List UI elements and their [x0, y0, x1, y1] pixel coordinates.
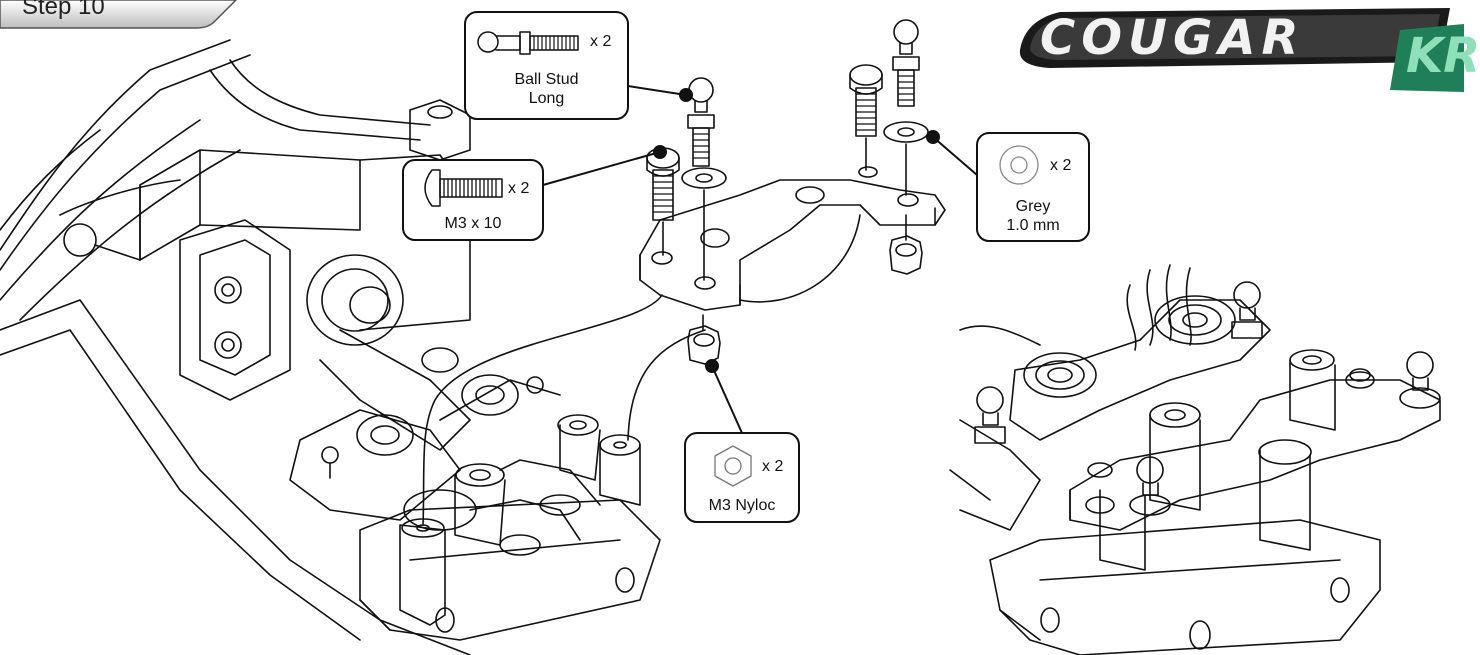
assembled-view [949, 264, 1441, 655]
brand-logo: COUGAR [1040, 10, 1305, 66]
button-head-screw-icon [424, 169, 503, 207]
callout-boxes [402, 11, 1090, 523]
step-title: Step 10 [22, 0, 105, 20]
ball-stud-qty: x 2 [590, 33, 612, 50]
nut-label: M3 Nyloc [708, 497, 776, 514]
nut-qty: x 2 [762, 458, 784, 475]
screw-qty: x 2 [508, 180, 530, 197]
ball-stud-icon [477, 31, 579, 55]
washer-qty: x 2 [1050, 157, 1072, 174]
step-tab [0, 0, 238, 29]
brand-logo-suffix: KR [1406, 28, 1480, 84]
steering-plate-exploded [422, 19, 946, 526]
nyloc-nut-icon [714, 445, 752, 487]
screw-label: M3 x 10 [444, 215, 502, 232]
ball-stud-sublabel: Long [528, 90, 565, 107]
chassis-servo-assembly [0, 39, 661, 655]
washer-icon [999, 145, 1039, 185]
logo-shape [1019, 8, 1464, 92]
washer-sublabel: 1.0 mm [1006, 217, 1060, 234]
washer-label: Grey [1015, 198, 1051, 215]
ball-stud-label: Ball Stud [514, 71, 579, 88]
